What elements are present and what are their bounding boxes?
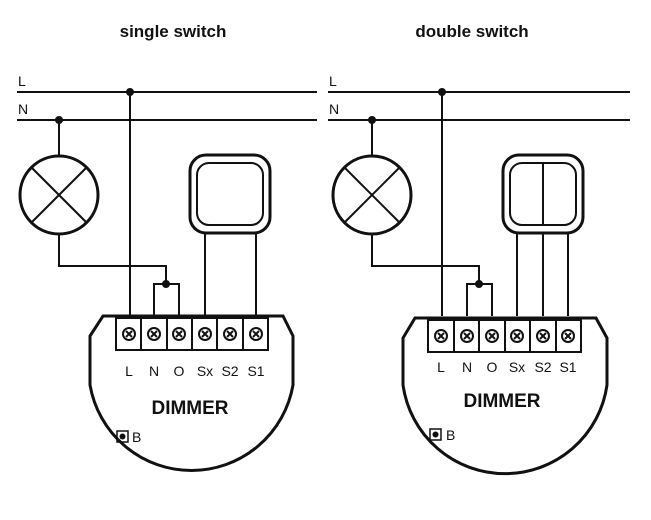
- terminal-screw-icon: [536, 329, 550, 343]
- wire: [58, 234, 167, 284]
- terminal-screw-icon: [485, 329, 499, 343]
- single-switch-icon: [188, 153, 272, 235]
- double-switch-diagram: double switch L N: [328, 22, 630, 476]
- terminal-screw-icon: [460, 329, 474, 343]
- button-icon: [116, 430, 129, 443]
- terminal-label: S1: [559, 359, 576, 375]
- terminal-label: O: [487, 359, 498, 375]
- button-label: B: [446, 427, 455, 443]
- dimmer-module-body: [401, 316, 609, 476]
- terminal-label: S1: [247, 363, 264, 379]
- terminal-label: O: [174, 363, 185, 379]
- diagram-title: double switch: [415, 22, 528, 41]
- terminal-label: S2: [534, 359, 551, 375]
- bus-label-L: L: [329, 73, 337, 89]
- button-icon: [429, 428, 442, 441]
- bus-label-N: N: [18, 101, 28, 117]
- terminal-label: Sx: [197, 363, 213, 379]
- lamp-icon: [18, 154, 100, 236]
- single-switch-diagram: single switch L N: [17, 22, 317, 472]
- wire: [153, 283, 180, 316]
- terminal-label: L: [437, 359, 445, 375]
- diagram-title: single switch: [120, 22, 227, 41]
- terminal-screw-icon: [223, 327, 237, 341]
- terminal-screw-icon: [122, 327, 136, 341]
- terminal-label: Sx: [509, 359, 525, 375]
- terminal-screw-icon: [434, 329, 448, 343]
- lamp-icon: [331, 154, 413, 236]
- terminal-screw-icon: [198, 327, 212, 341]
- terminal-block: [427, 319, 582, 353]
- bus-label-N: N: [329, 101, 339, 117]
- device-label: DIMMER: [151, 398, 228, 419]
- device-label: DIMMER: [463, 391, 540, 412]
- terminal-screw-icon: [172, 327, 186, 341]
- bus-label-L: L: [18, 73, 26, 89]
- wire: [371, 234, 480, 284]
- terminal-screw-icon: [147, 327, 161, 341]
- terminal-label: S2: [221, 363, 238, 379]
- terminal-screw-icon: [249, 327, 263, 341]
- dimmer-module-body: [88, 314, 295, 472]
- wire: [466, 283, 493, 316]
- terminal-label: N: [462, 359, 472, 375]
- terminal-screw-icon: [510, 329, 524, 343]
- terminal-block: [115, 317, 269, 351]
- button-label: B: [132, 429, 141, 445]
- terminal-label: L: [125, 363, 133, 379]
- double-switch-icon: [501, 153, 585, 235]
- terminal-screw-icon: [561, 329, 575, 343]
- terminal-label: N: [149, 363, 159, 379]
